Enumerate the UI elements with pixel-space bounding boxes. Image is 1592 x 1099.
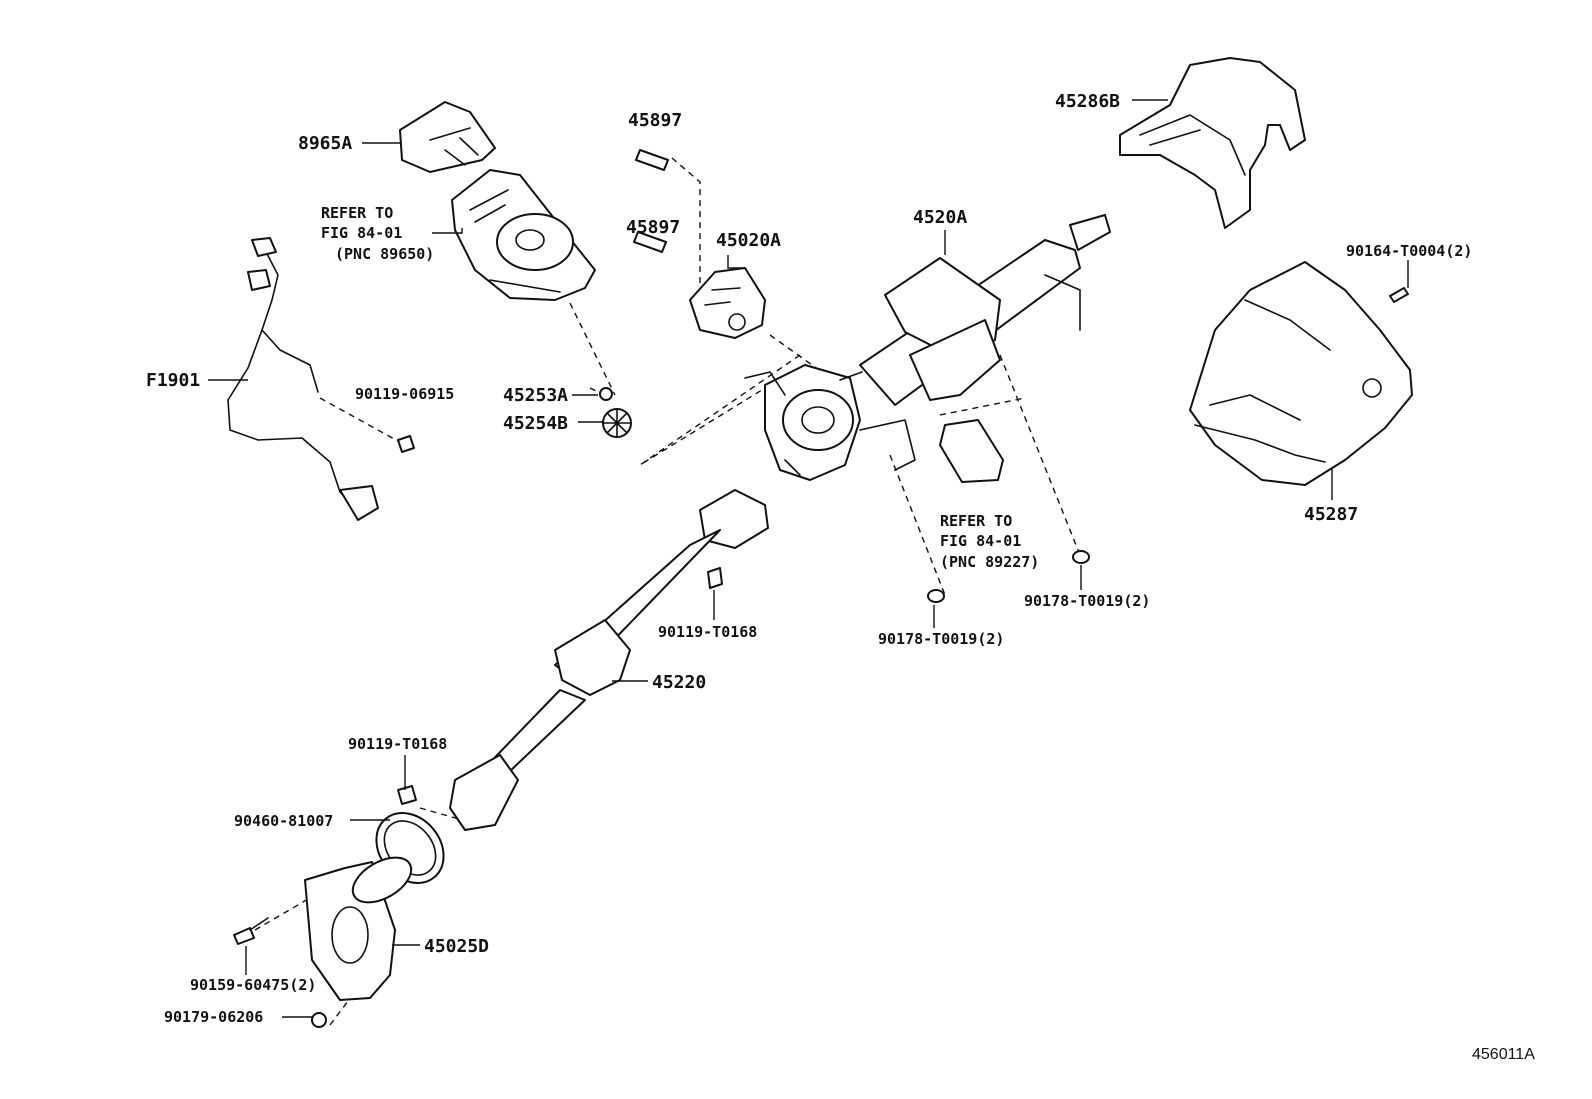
label-90164-T0004[interactable]: 90164-T0004(2) — [1346, 242, 1472, 260]
label-90159-60475[interactable]: 90159-60475(2) — [190, 976, 316, 994]
label-45254B[interactable]: 45254B — [503, 413, 568, 434]
part-4520A-steering-column — [744, 214, 1111, 481]
part-90119-06915-screw — [397, 435, 415, 453]
label-45025D[interactable]: 45025D — [424, 936, 489, 957]
part-control-module-89227 — [939, 419, 1004, 483]
part-90178-nut-b — [927, 589, 945, 603]
part-45287-lower-cover — [1189, 261, 1413, 486]
part-45020A-bracket — [689, 267, 766, 339]
label-90119-T0168-a[interactable]: 90119-T0168 — [658, 623, 757, 641]
reference-note-89650: REFER TO FIG 84-01 (PNC 89650) — [321, 204, 434, 263]
label-45253A[interactable]: 45253A — [503, 385, 568, 406]
label-F1901[interactable]: F1901 — [146, 370, 200, 391]
part-45220-intermediate-shaft — [449, 489, 769, 831]
assembly-lines — [254, 157, 1081, 1026]
part-90164-screw — [1389, 287, 1409, 303]
reference-line: REFER TO — [940, 512, 1012, 530]
label-45897-top[interactable]: 45897 — [628, 110, 682, 131]
diagram-code: 456011A — [1472, 1046, 1535, 1063]
label-45220[interactable]: 45220 — [652, 672, 706, 693]
label-90179-06206[interactable]: 90179-06206 — [164, 1008, 263, 1026]
reference-line: REFER TO — [321, 204, 393, 222]
label-45287[interactable]: 45287 — [1304, 504, 1358, 525]
label-45020A[interactable]: 45020A — [716, 230, 781, 251]
part-90119-T0168-bolt-b — [397, 785, 417, 805]
part-45897-pin-top — [635, 149, 669, 171]
label-4520A[interactable]: 4520A — [913, 207, 967, 228]
label-45897-mid[interactable]: 45897 — [626, 217, 680, 238]
reference-line: (PNC 89227) — [940, 553, 1039, 571]
reference-line: FIG 84-01 — [321, 224, 402, 242]
leader-lines — [208, 99, 1409, 1018]
reference-note-89227: REFER TO FIG 84-01 (PNC 89227) — [940, 512, 1039, 571]
part-labels: 8965A 45897 45897 45020A 4520A 45286B 90… — [146, 91, 1472, 1026]
label-90178-T0019-a[interactable]: 90178-T0019(2) — [1024, 592, 1150, 610]
label-45286B[interactable]: 45286B — [1055, 91, 1120, 112]
label-90119-T0168-b[interactable]: 90119-T0168 — [348, 735, 447, 753]
part-90159-bolt — [233, 917, 269, 945]
part-45254B-gear — [602, 408, 632, 438]
part-90119-T0168-bolt-a — [707, 567, 723, 589]
label-8965A[interactable]: 8965A — [298, 133, 352, 154]
part-90178-nut-a — [1072, 550, 1090, 564]
label-90460-81007[interactable]: 90460-81007 — [234, 812, 333, 830]
part-90179-nut — [311, 1012, 327, 1028]
part-ignition-lock-assembly — [451, 169, 596, 301]
part-8965A-module — [399, 101, 496, 173]
reference-line: FIG 84-01 — [940, 532, 1021, 550]
part-45253A-gear — [599, 387, 613, 401]
label-90178-T0019-b[interactable]: 90178-T0019(2) — [878, 630, 1004, 648]
part-F1901-wire-harness — [227, 237, 379, 521]
reference-line: (PNC 89650) — [335, 245, 434, 263]
part-45897-pin-mid — [633, 231, 667, 253]
label-90119-06915[interactable]: 90119-06915 — [355, 385, 454, 403]
part-45286B-upper-cover — [1119, 57, 1306, 229]
part-45025D-hole-cover — [304, 856, 413, 1001]
